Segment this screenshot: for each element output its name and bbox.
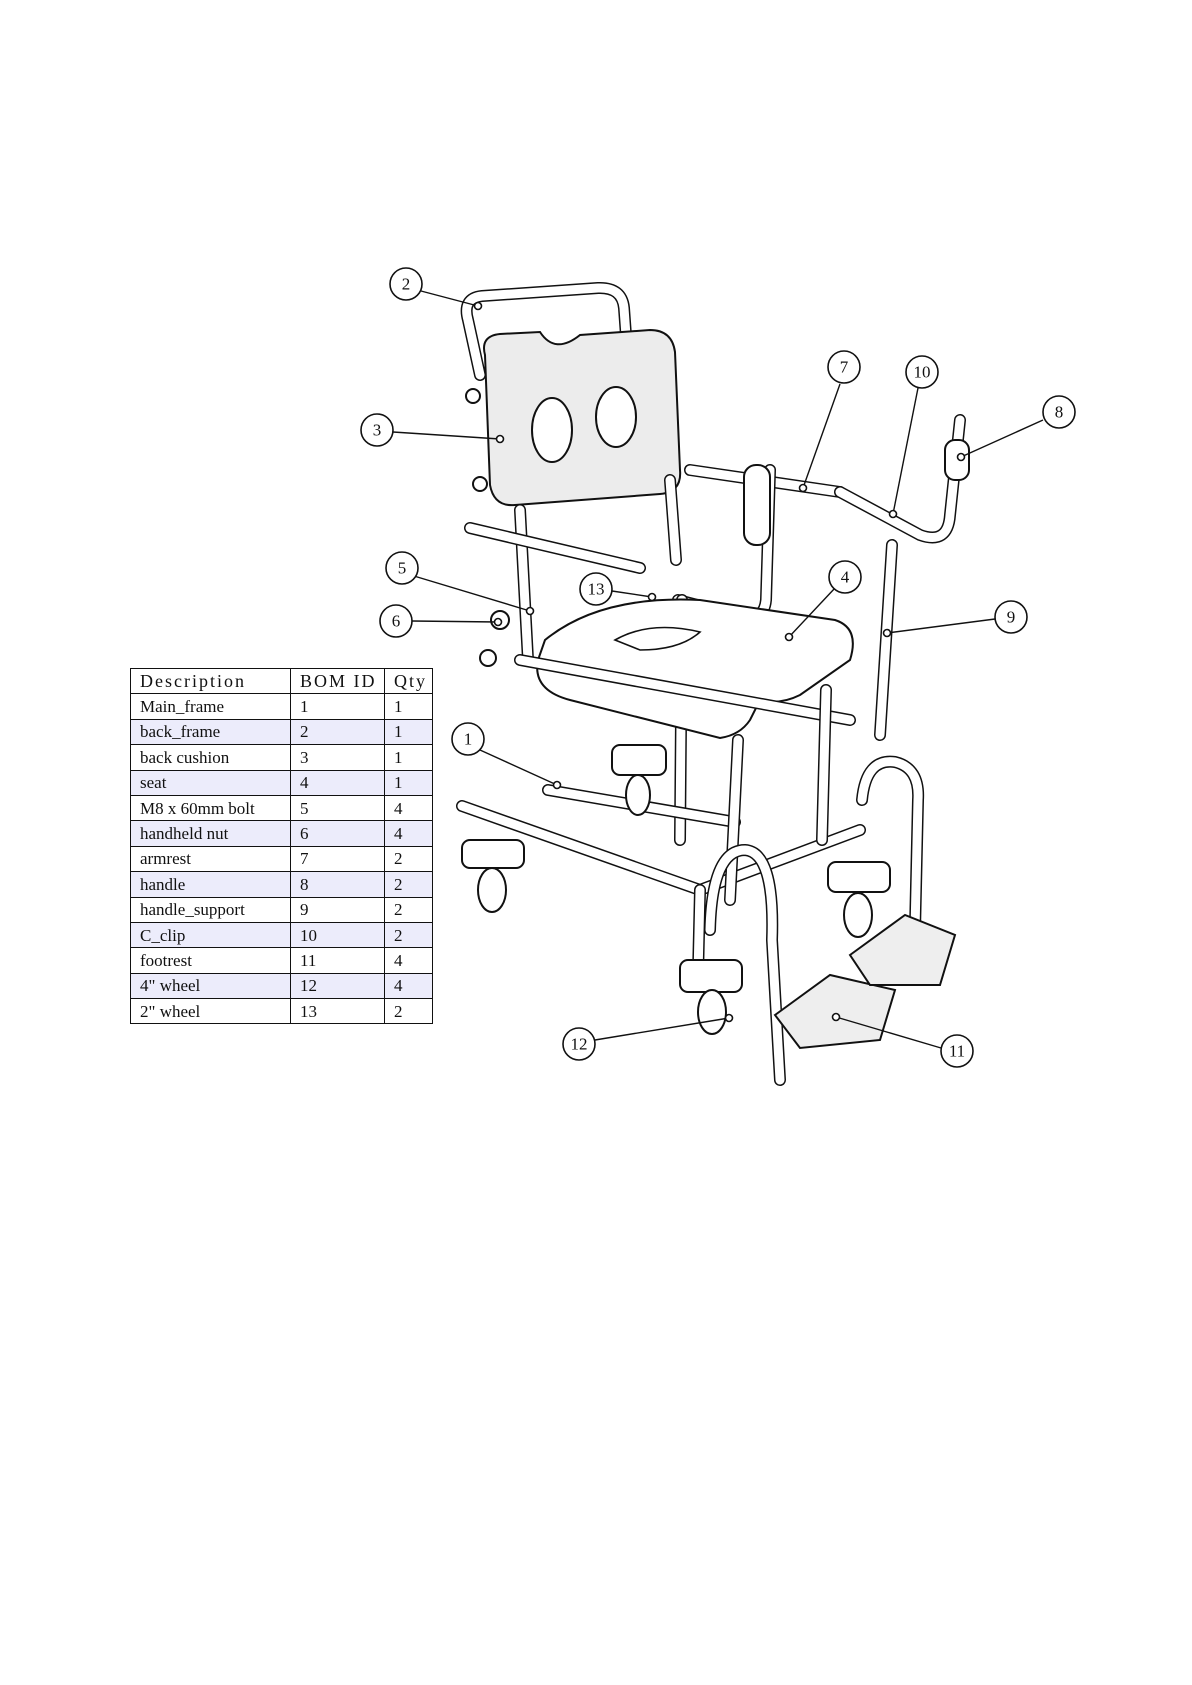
bom-description: footrest bbox=[131, 948, 291, 973]
bom-id: 10 bbox=[291, 922, 385, 947]
bom-description: C_clip bbox=[131, 922, 291, 947]
bom-id: 8 bbox=[291, 872, 385, 897]
bom-qty: 1 bbox=[385, 770, 433, 795]
svg-text:11: 11 bbox=[949, 1042, 965, 1061]
bom-description: back cushion bbox=[131, 745, 291, 770]
bom-qty: 1 bbox=[385, 719, 433, 744]
callout-12: 12 bbox=[563, 1015, 733, 1061]
bom-header-bom-id: BOM ID bbox=[291, 669, 385, 694]
bom-id: 3 bbox=[291, 745, 385, 770]
callout-13: 13 bbox=[580, 573, 656, 605]
bom-id: 5 bbox=[291, 795, 385, 820]
bom-header-row: Description BOM ID Qty bbox=[131, 669, 433, 694]
bom-description: Main_frame bbox=[131, 694, 291, 719]
svg-text:8: 8 bbox=[1055, 403, 1064, 422]
callout-9: 9 bbox=[884, 601, 1028, 637]
bom-qty: 2 bbox=[385, 922, 433, 947]
callout-8: 8 bbox=[958, 396, 1076, 461]
svg-text:1: 1 bbox=[464, 730, 473, 749]
bom-description: seat bbox=[131, 770, 291, 795]
bom-id: 13 bbox=[291, 999, 385, 1024]
bom-qty: 1 bbox=[385, 694, 433, 719]
bom-description: handheld nut bbox=[131, 821, 291, 846]
bom-id: 2 bbox=[291, 719, 385, 744]
bom-description: back_frame bbox=[131, 719, 291, 744]
bom-description: armrest bbox=[131, 846, 291, 871]
bom-header-qty: Qty bbox=[385, 669, 433, 694]
svg-text:6: 6 bbox=[392, 612, 401, 631]
svg-text:12: 12 bbox=[571, 1035, 588, 1054]
svg-text:3: 3 bbox=[373, 421, 382, 440]
callout-2: 2 bbox=[390, 268, 482, 310]
bom-id: 4 bbox=[291, 770, 385, 795]
bom-qty: 4 bbox=[385, 973, 433, 998]
bom-qty: 4 bbox=[385, 795, 433, 820]
callout-7: 7 bbox=[800, 351, 861, 492]
bom-qty: 4 bbox=[385, 821, 433, 846]
svg-text:2: 2 bbox=[402, 275, 411, 294]
bom-qty: 4 bbox=[385, 948, 433, 973]
callout-5: 5 bbox=[386, 552, 534, 615]
bom-qty: 2 bbox=[385, 999, 433, 1024]
svg-text:9: 9 bbox=[1007, 608, 1016, 627]
bom-description: 4" wheel bbox=[131, 973, 291, 998]
bom-id: 6 bbox=[291, 821, 385, 846]
bom-id: 7 bbox=[291, 846, 385, 871]
bom-description: 2" wheel bbox=[131, 999, 291, 1024]
bom-description: handle bbox=[131, 872, 291, 897]
callout-10: 10 bbox=[890, 356, 939, 518]
bom-id: 1 bbox=[291, 694, 385, 719]
svg-text:4: 4 bbox=[841, 568, 850, 587]
bom-qty: 2 bbox=[385, 897, 433, 922]
bom-id: 9 bbox=[291, 897, 385, 922]
svg-text:5: 5 bbox=[398, 559, 407, 578]
bom-id: 11 bbox=[291, 948, 385, 973]
svg-text:13: 13 bbox=[588, 580, 605, 599]
bom-qty: 2 bbox=[385, 846, 433, 871]
svg-text:7: 7 bbox=[840, 358, 849, 377]
back-cushion-shape bbox=[484, 330, 680, 505]
bom-description: handle_support bbox=[131, 897, 291, 922]
chair-drawing bbox=[462, 288, 969, 1080]
bom-header-description: Description bbox=[131, 669, 291, 694]
callout-1: 1 bbox=[452, 723, 561, 789]
bom-id: 12 bbox=[291, 973, 385, 998]
bom-description: M8 x 60mm bolt bbox=[131, 795, 291, 820]
callout-6: 6 bbox=[380, 605, 502, 637]
bom-qty: 2 bbox=[385, 872, 433, 897]
svg-text:10: 10 bbox=[914, 363, 931, 382]
bom-qty: 1 bbox=[385, 745, 433, 770]
callout-3: 3 bbox=[361, 414, 504, 446]
